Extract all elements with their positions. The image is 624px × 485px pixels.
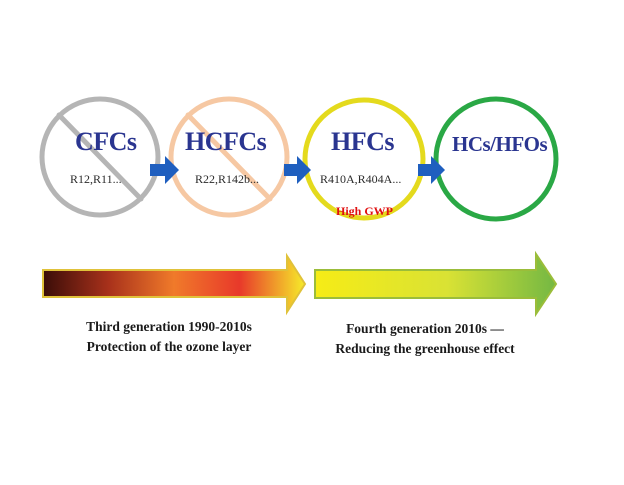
third-generation-caption: Third generation 1990-2010s Protection o… [64,317,274,357]
connector-arrow-1 [150,156,179,184]
high-gwp-label: High GWP [336,204,394,218]
hfcs-examples: R410A,R404A... [320,172,402,186]
third-generation-arrow [42,252,307,316]
stage-hfcs-circle [302,97,426,221]
fourth-generation-arrow [314,250,558,318]
hfcs-title: HFCs [331,127,395,156]
connector-arrow-2 [284,156,311,184]
connector-arrow-3 [418,156,445,184]
hcfcs-examples: R22,R142b... [195,172,260,186]
third-generation-line-2: Protection of the ozone layer [86,339,252,354]
cfcs-title: CFCs [75,127,137,156]
fourth-generation-caption: Fourth generation 2010s — Reducing the g… [320,319,530,359]
third-generation-line-1: Third generation 1990-2010s [86,319,252,334]
cfcs-examples: R12,R11... [70,172,122,186]
stage-hcfcs-circle [168,96,290,218]
stage-hcs-hfos-circle [433,96,559,222]
hcs-hfos-title: HCs/HFOs [452,132,548,156]
fourth-generation-line-2: Reducing the greenhouse effect [335,341,515,356]
fourth-generation-line-1: Fourth generation 2010s — [346,321,504,336]
stage-cfcs-circle [39,96,161,218]
hcfcs-title: HCFCs [185,127,267,156]
